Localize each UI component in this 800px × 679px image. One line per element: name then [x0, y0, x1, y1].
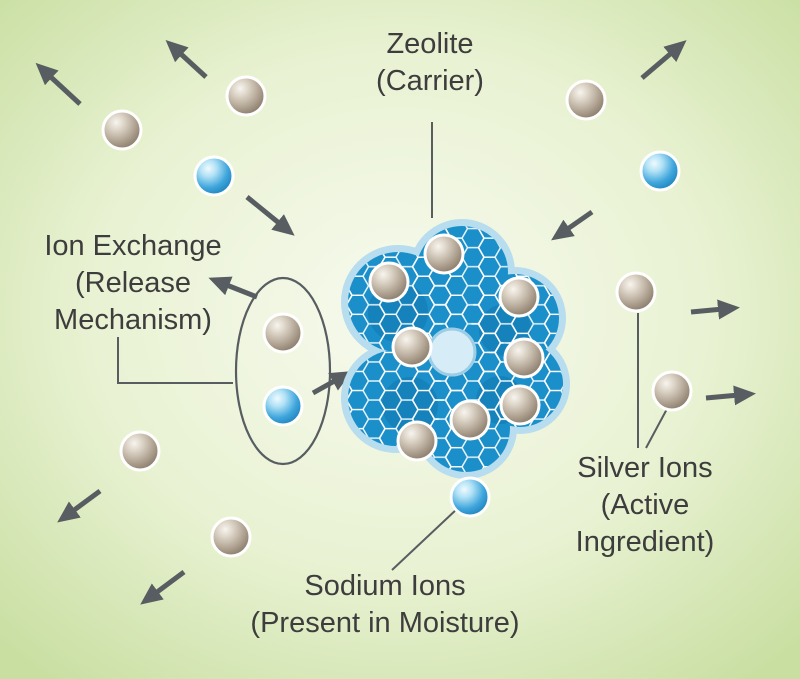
- leader-line-ion-exchange: [117, 337, 233, 384]
- release-arrow: [140, 569, 186, 605]
- sodium-ion: [639, 150, 681, 192]
- silver-ion: [368, 261, 410, 303]
- silver-ion: [499, 384, 541, 426]
- sodium-ion: [262, 385, 304, 427]
- silver-ion: [396, 420, 438, 462]
- silver-ion: [498, 276, 540, 318]
- label-ion-exchange: Ion Exchange (Release Mechanism): [8, 228, 258, 339]
- silver-ion: [101, 109, 143, 151]
- label-silver-ions-line1: Silver Ions: [577, 452, 713, 484]
- release-arrow: [57, 488, 102, 523]
- silver-ion: [565, 79, 607, 121]
- silver-ion: [423, 233, 465, 275]
- label-ion-exchange-line2: (Release: [74, 267, 192, 299]
- ions: [101, 75, 693, 558]
- inward-arrow: [551, 209, 594, 241]
- release-arrow: [705, 385, 756, 406]
- silver-ion: [119, 430, 161, 472]
- label-ion-exchange-line1: Ion Exchange: [44, 230, 222, 262]
- label-sodium-ions-line1: Sodium Ions: [304, 570, 466, 602]
- label-zeolite-line1: Zeolite: [386, 28, 474, 60]
- release-arrow: [35, 62, 82, 106]
- label-silver-ions: Silver Ions (Active Ingredient): [540, 450, 750, 561]
- silver-ion: [225, 75, 267, 117]
- label-sodium-ions: Sodium Ions (Present in Moisture): [200, 568, 570, 642]
- silver-ion: [651, 370, 693, 412]
- silver-ion: [449, 399, 491, 441]
- label-zeolite-line2: (Carrier): [376, 65, 484, 97]
- release-arrow: [208, 276, 258, 300]
- silver-ion: [391, 326, 433, 368]
- zeolite-pore: [427, 327, 477, 377]
- leader-lines: [117, 122, 669, 571]
- release-arrow: [690, 299, 740, 320]
- silver-ion: [615, 271, 657, 313]
- label-silver-ions-line3: Ingredient): [575, 526, 715, 558]
- leader-line-sodium: [391, 507, 459, 571]
- silver-ion: [503, 337, 545, 379]
- label-ion-exchange-line3: Mechanism): [54, 304, 212, 336]
- ion-exchange-ellipse: [234, 276, 332, 466]
- sodium-ion: [449, 476, 491, 518]
- arrows: [35, 39, 756, 605]
- silver-ion: [262, 312, 304, 354]
- label-silver-ions-line2: (Active: [600, 489, 690, 521]
- label-sodium-ions-line2: (Present in Moisture): [250, 607, 520, 639]
- release-arrow: [165, 39, 208, 79]
- label-zeolite: Zeolite (Carrier): [320, 26, 540, 100]
- inward-arrow: [245, 195, 295, 236]
- silver-ion: [210, 516, 252, 558]
- release-arrow: [640, 40, 687, 80]
- sodium-ion: [193, 155, 235, 197]
- leader-line-silver-2: [645, 406, 669, 449]
